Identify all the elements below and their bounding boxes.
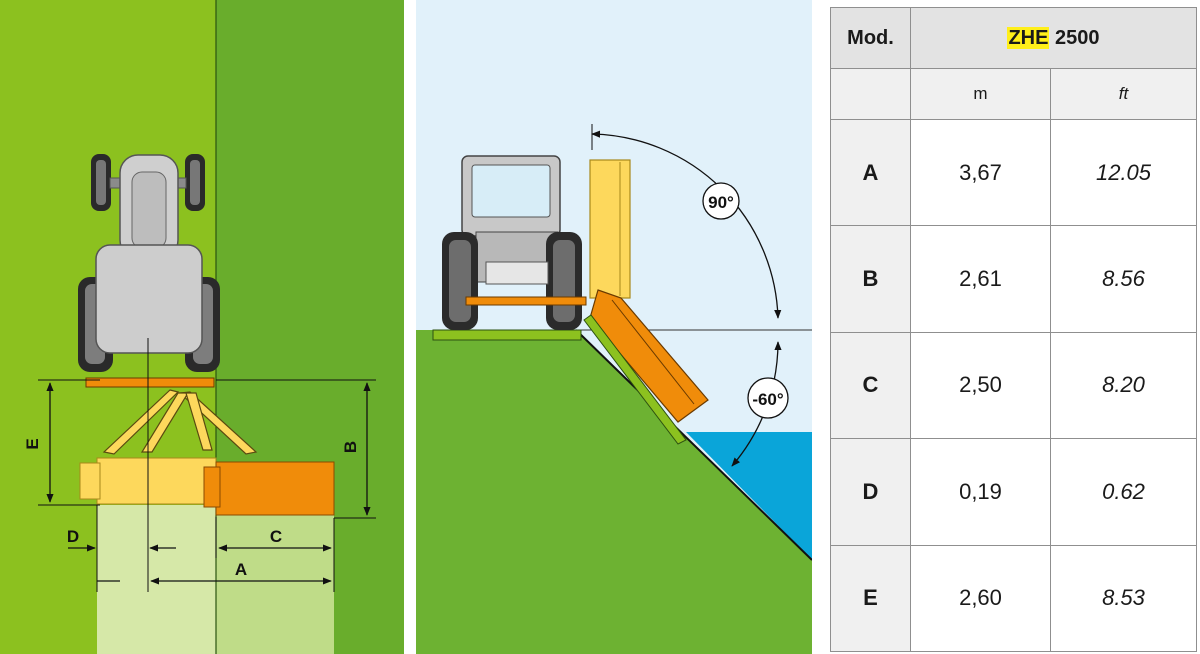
label-C: C — [270, 527, 282, 546]
value-m: 2,61 — [910, 225, 1051, 333]
table-row: B 2,61 8.56 — [830, 225, 1197, 333]
unit-blank — [830, 68, 911, 120]
mower-head-retracted — [96, 457, 217, 505]
side-view-diagram: 90° -60° — [416, 0, 812, 654]
hitch-bar — [85, 377, 215, 388]
model-prefix: ZHE — [1007, 26, 1050, 49]
value-m: 0,19 — [910, 438, 1051, 546]
cut-strip-left — [97, 505, 216, 654]
row-label: E — [830, 544, 911, 653]
table-row: A 3,67 12.05 — [830, 118, 1197, 227]
tractor-top-view — [78, 154, 220, 372]
table-header-row: Mod. ZHE 2500 — [830, 7, 1197, 69]
table-row: D 0,19 0.62 — [830, 438, 1197, 546]
row-label: D — [830, 438, 911, 546]
value-ft: 8.56 — [1050, 225, 1197, 333]
dimensions-table: Mod. ZHE 2500 m ft A 3,67 12.05 B 2,61 8… — [830, 7, 1197, 653]
row-label: C — [830, 331, 911, 440]
table-row: E 2,60 8.53 — [830, 544, 1197, 653]
mower-arm — [102, 389, 258, 455]
cab-window — [471, 164, 551, 218]
value-ft: 8.20 — [1050, 331, 1197, 440]
angle-minus-60-label: -60° — [752, 390, 784, 409]
mower-head-vertical — [589, 159, 631, 299]
label-B: B — [341, 441, 360, 453]
unit-row: m ft — [830, 68, 1197, 120]
tractor-cabin — [95, 244, 203, 354]
unit-m: m — [910, 68, 1051, 120]
tractor-rear-view — [432, 155, 587, 341]
table-row: C 2,50 8.20 — [830, 331, 1197, 440]
model-number: 2500 — [1055, 26, 1100, 49]
value-ft: 0.62 — [1050, 438, 1197, 546]
row-label: B — [830, 225, 911, 333]
label-A: A — [235, 560, 247, 579]
value-m: 2,60 — [910, 544, 1051, 653]
mod-header: Mod. — [830, 7, 911, 69]
mower-arm-side — [465, 296, 587, 306]
mower-skid — [583, 314, 687, 445]
mower-head-extended — [215, 461, 335, 516]
row-label: A — [830, 118, 911, 227]
value-ft: 8.53 — [1050, 544, 1197, 653]
value-m: 3,67 — [910, 118, 1051, 227]
top-view-diagram: E B C D A — [0, 0, 404, 654]
angle-90-label: 90° — [708, 193, 734, 212]
label-E: E — [23, 438, 42, 449]
value-ft: 12.05 — [1050, 118, 1197, 227]
label-D: D — [67, 527, 79, 546]
embankment — [416, 330, 812, 654]
model-name: ZHE 2500 — [910, 7, 1197, 69]
value-m: 2,50 — [910, 331, 1051, 440]
unit-ft: ft — [1050, 68, 1197, 120]
